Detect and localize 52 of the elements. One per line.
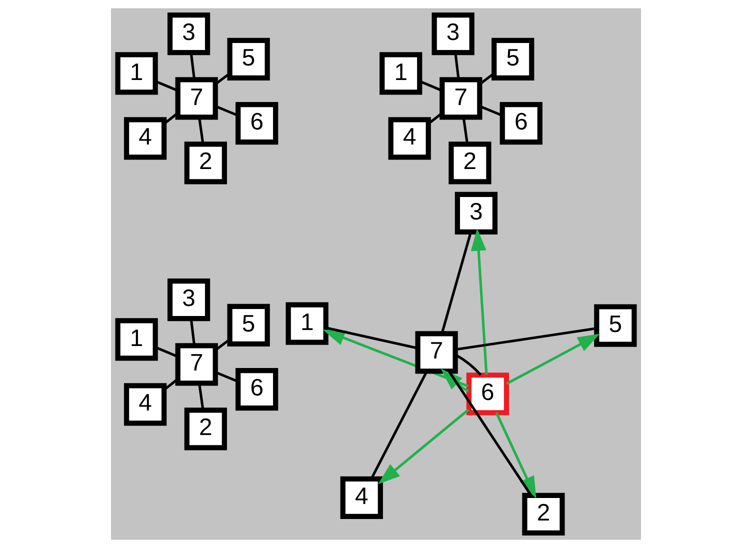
connector	[156, 80, 178, 92]
node-box: 5	[227, 304, 270, 346]
connector	[428, 112, 443, 125]
node-box: 3	[454, 192, 498, 235]
node-box: 7	[415, 331, 458, 374]
arrow	[506, 334, 600, 385]
node-box: 4	[340, 476, 383, 519]
connector	[479, 105, 502, 116]
arrow	[470, 228, 488, 375]
connector	[198, 383, 204, 410]
node-box: 1	[286, 302, 328, 345]
node-box: 7	[440, 77, 482, 120]
node-box: 2	[448, 142, 492, 184]
node-box: 2	[184, 142, 227, 184]
node-box: 6	[236, 102, 278, 145]
connector	[370, 370, 428, 480]
connector	[156, 346, 178, 358]
node-box: 4	[124, 117, 167, 160]
node-box: 6	[466, 372, 510, 416]
connector	[456, 327, 597, 351]
connector	[214, 72, 230, 86]
connector	[214, 338, 230, 352]
node-box: 2	[184, 408, 227, 450]
node-box: 3	[167, 278, 210, 322]
node-box: 1	[115, 318, 158, 361]
connector	[190, 318, 196, 346]
connector	[215, 371, 238, 382]
node-box: 5	[492, 38, 534, 81]
node-box: 3	[432, 12, 474, 56]
node-box: 4	[124, 383, 167, 426]
node-box: 5	[594, 304, 637, 347]
connector	[420, 80, 442, 92]
node-box: 4	[388, 117, 431, 160]
node-box: 6	[236, 368, 278, 411]
node-box: 1	[380, 52, 422, 95]
node-box: 3	[167, 12, 210, 56]
arrow	[495, 412, 536, 499]
connector	[455, 354, 482, 376]
arrow	[378, 408, 470, 484]
connector	[198, 117, 204, 144]
connector	[215, 105, 238, 116]
connector	[440, 232, 472, 334]
node-box: 7	[175, 343, 218, 386]
connector	[462, 117, 469, 144]
connector	[326, 326, 418, 350]
connector	[190, 52, 196, 80]
node-box: 5	[227, 38, 270, 81]
node-box: 6	[500, 102, 542, 145]
node-box: 2	[522, 492, 565, 536]
node-box: 1	[115, 52, 158, 95]
connector	[454, 52, 460, 80]
node-box: 7	[175, 77, 218, 120]
